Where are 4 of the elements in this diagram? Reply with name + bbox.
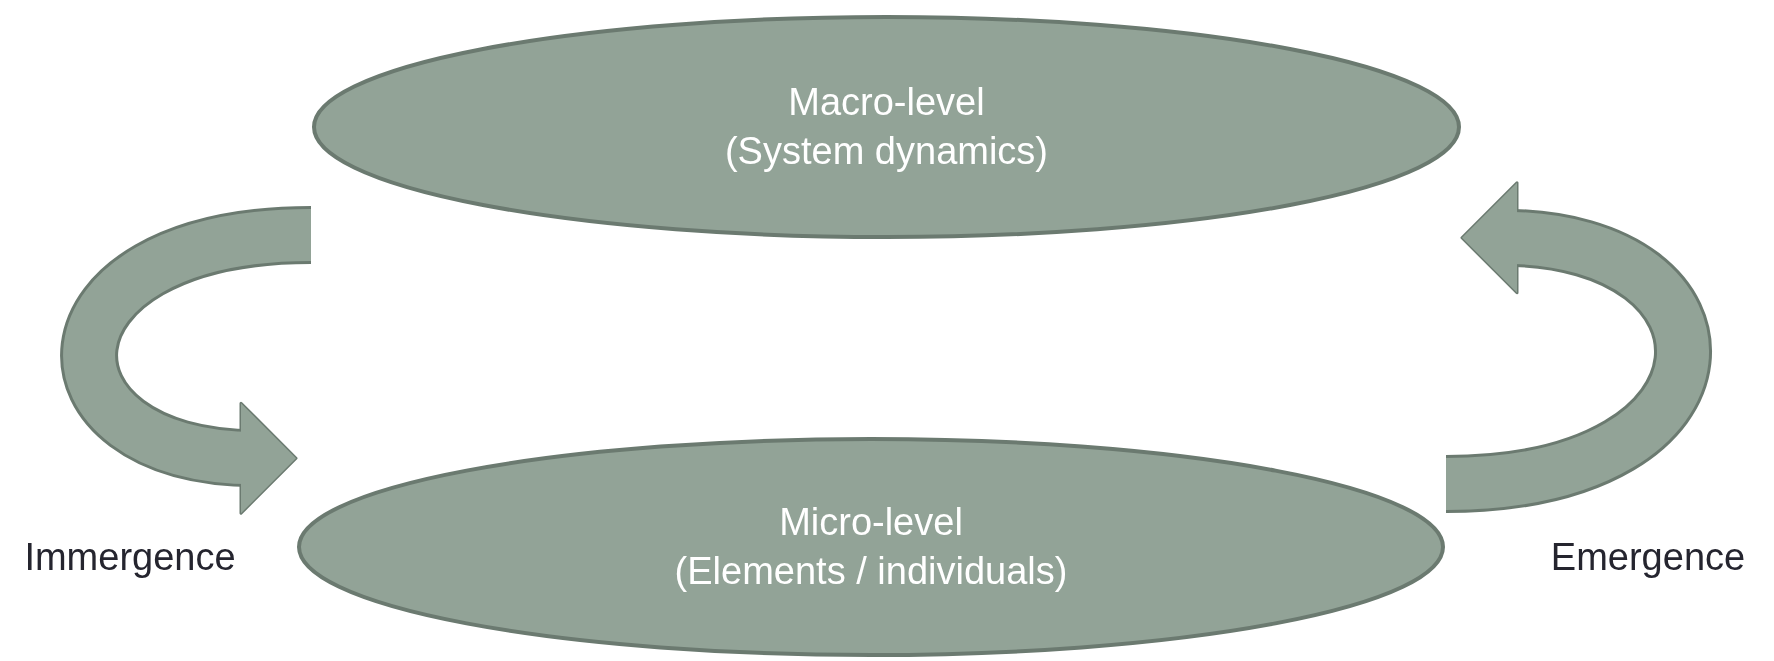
arrow-label: Emergence	[1550, 535, 1746, 579]
level-label: Micro-level (Elements / individuals)	[673, 499, 1069, 594]
arrow-label: Immergence	[24, 535, 236, 579]
level-label: Macro-level (System dynamics)	[723, 79, 1050, 174]
